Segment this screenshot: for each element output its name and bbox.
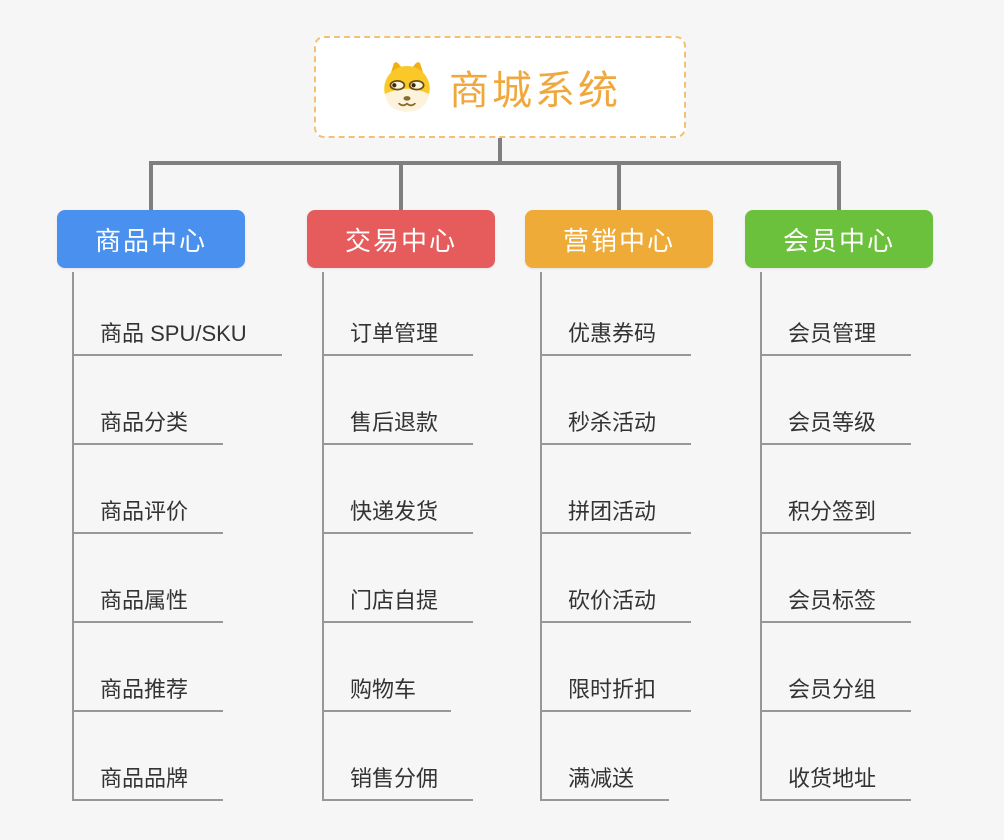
item-node[interactable]: 会员分组 [760,670,912,712]
branch-node-1[interactable]: 商品中心 [57,210,245,268]
item-node[interactable]: 满减送 [540,759,670,801]
branch-label: 营销中心 [562,225,675,256]
branch-spine-3 [540,272,542,801]
item-node[interactable]: 商品属性 [72,581,224,623]
connector-drop-1 [149,163,153,210]
branch-spine-4 [760,272,762,801]
branch-node-4[interactable]: 会员中心 [745,210,933,268]
item-node[interactable]: 销售分佣 [322,759,474,801]
branch-label: 交易中心 [344,225,457,256]
item-node[interactable]: 收货地址 [760,759,912,801]
root-title: 商城系统 [449,69,621,113]
connector-drop-3 [617,163,621,210]
branch-spine-1 [72,272,74,801]
item-node[interactable]: 积分签到 [760,492,912,534]
item-node[interactable]: 会员管理 [760,314,912,356]
item-node[interactable]: 快递发货 [322,492,474,534]
root-node[interactable]: 商城系统 [314,36,686,138]
item-node[interactable]: 售后退款 [322,403,474,445]
item-node[interactable]: 商品 SPU/SKU [72,314,282,356]
item-node[interactable]: 商品评价 [72,492,224,534]
item-node[interactable]: 商品分类 [72,403,224,445]
branch-label: 商品中心 [94,225,207,256]
item-node[interactable]: 购物车 [322,670,452,712]
connector-root-stub [498,138,502,163]
item-node[interactable]: 会员等级 [760,403,912,445]
item-node[interactable]: 门店自提 [322,581,474,623]
branch-spine-2 [322,272,324,801]
item-node[interactable]: 拼团活动 [540,492,692,534]
connector-horizontal-bar [149,161,841,165]
branch-label: 会员中心 [782,225,895,256]
item-node[interactable]: 订单管理 [322,314,474,356]
connector-drop-4 [837,163,841,210]
connector-drop-2 [399,163,403,210]
item-node[interactable]: 商品推荐 [72,670,224,712]
item-node[interactable]: 砍价活动 [540,581,692,623]
branch-node-3[interactable]: 营销中心 [525,210,713,268]
item-node[interactable]: 秒杀活动 [540,403,692,445]
item-node[interactable]: 优惠券码 [540,314,692,356]
item-node[interactable]: 会员标签 [760,581,912,623]
item-node[interactable]: 商品品牌 [72,759,224,801]
branch-node-2[interactable]: 交易中心 [307,210,495,268]
item-node[interactable]: 限时折扣 [540,670,692,712]
doge-icon [384,62,430,112]
